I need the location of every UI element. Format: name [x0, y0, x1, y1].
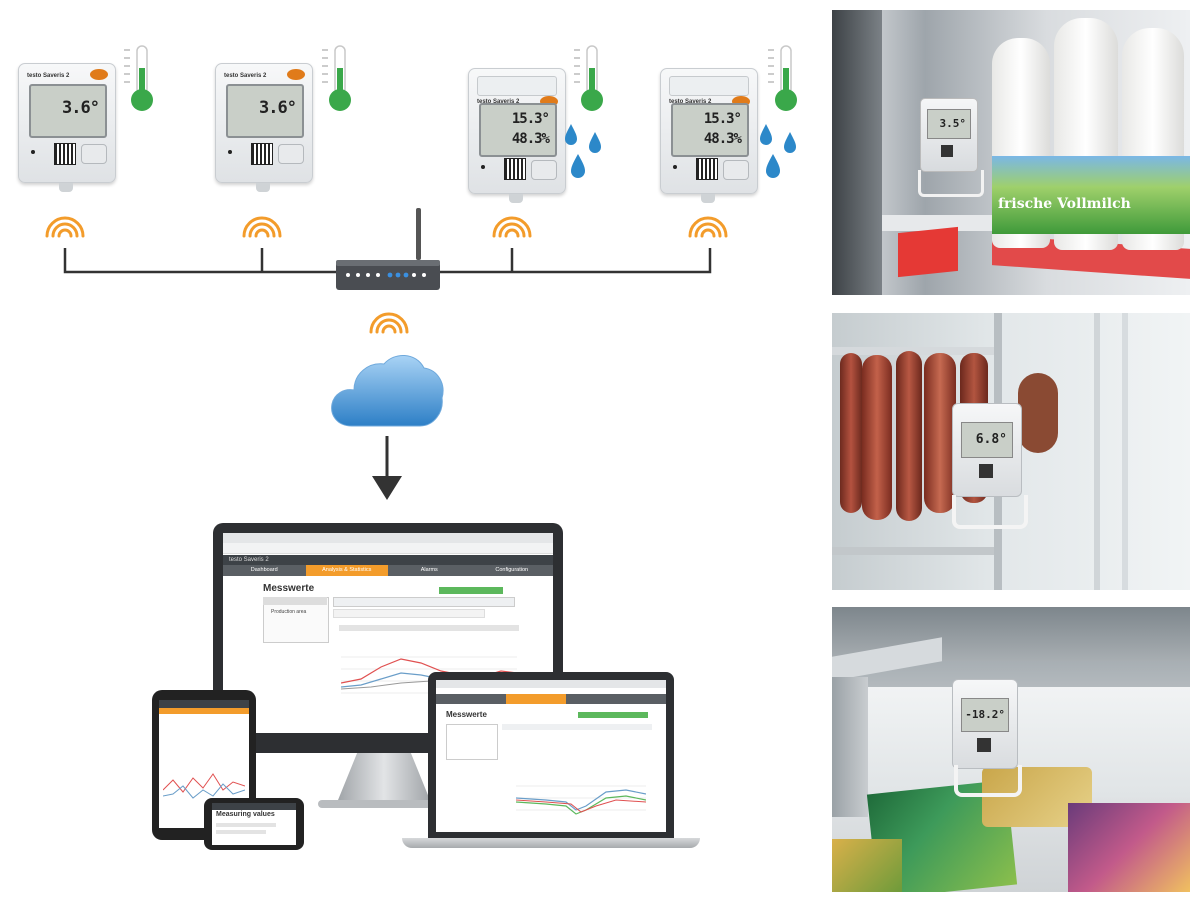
tab-alarms[interactable]: Alarms: [420, 567, 438, 573]
logger-display-value: 6.8°: [975, 432, 1007, 447]
testo-logo-icon: [287, 69, 305, 80]
cloud-icon: [331, 355, 444, 427]
wireless-signal-icon: [688, 216, 728, 238]
wireless-signal-icon: [369, 312, 409, 334]
monitor-screen: testo Saveris 2 Dashboard Analysis & Sta…: [223, 533, 553, 733]
wireless-signal-icon: [242, 216, 282, 238]
logger-button: [723, 160, 749, 180]
logger-button: [278, 144, 304, 164]
data-logger-1: testo Saveris 2 3.6°: [18, 63, 116, 192]
logger-value-temperature: 15.3°: [511, 111, 550, 127]
sausage: [862, 355, 892, 520]
logger-value-humidity: 48.3%: [703, 131, 742, 147]
laptop-base: [402, 838, 700, 848]
photo-milk-shelf: frische Vollmilch 3.5°: [832, 10, 1190, 295]
monitoring-diagram: testo Saveris 2 3.6° testo Saveris 2 3.6…: [18, 45, 797, 850]
humidity-drops-icon: [565, 124, 601, 178]
phone-heading: Measuring values: [216, 811, 275, 818]
laptop-chart: [516, 785, 646, 815]
app-title: testo Saveris 2: [229, 557, 269, 563]
tree-item: Production area: [271, 609, 307, 615]
logger-display-value: -18.2°: [965, 708, 1005, 721]
sausage: [840, 353, 862, 513]
logger-display: 15.3° 48.3%: [671, 103, 749, 157]
logger-value: 3.6°: [62, 98, 100, 118]
qr-code-icon: [696, 158, 718, 180]
thermometer-icon: [124, 45, 153, 111]
smartphone-device: Measuring values: [204, 798, 304, 850]
qr-code-icon: [54, 143, 76, 165]
logger-display: 3.6°: [29, 84, 107, 138]
arrow-down-icon: [372, 436, 402, 500]
page-heading: Messwerte: [263, 583, 315, 594]
logger-brand: testo Saveris 2: [27, 73, 70, 79]
qr-code-icon: [504, 158, 526, 180]
humidity-drops-icon: [760, 124, 796, 178]
frozen-food-package: [832, 839, 902, 892]
app-tab-bar: Dashboard Analysis & Statistics Alarms C…: [223, 565, 553, 576]
logger-display: 15.3° 48.3%: [479, 103, 557, 157]
logger-value-temperature: 15.3°: [703, 111, 742, 127]
logger-brand: testo Saveris 2: [669, 99, 712, 105]
logger-button: [81, 144, 107, 164]
photo-cold-room: 6.8°: [832, 313, 1190, 590]
data-logger-2: testo Saveris 2 3.6°: [215, 63, 313, 192]
tab-configuration[interactable]: Configuration: [495, 567, 529, 573]
logger-brand: testo Saveris 2: [477, 99, 520, 105]
sausage: [896, 351, 922, 521]
thermometer-icon: [768, 45, 797, 111]
mounted-logger: 3.5°: [920, 98, 978, 172]
sausage: [924, 353, 956, 513]
wireless-signal-icon: [492, 216, 532, 238]
bottle-label: [992, 156, 1190, 234]
testo-logo-icon: [90, 69, 108, 80]
qr-code-icon: [251, 143, 273, 165]
wireless-signal-icon: [45, 216, 85, 238]
tablet-chart: [163, 773, 245, 799]
logger-display-value: 3.5°: [939, 117, 967, 130]
mounted-logger: 6.8°: [952, 403, 1022, 497]
desktop-monitor: testo Saveris 2 Dashboard Analysis & Sta…: [213, 523, 563, 753]
data-logger-3: testo Saveris 2 15.3° 48.3%: [468, 68, 566, 203]
logger-brand: testo Saveris 2: [224, 73, 267, 79]
mounted-logger: -18.2°: [952, 679, 1018, 769]
logger-button: [531, 160, 557, 180]
thermometer-icon: [322, 45, 351, 111]
laptop-device: Messwerte: [428, 672, 674, 838]
photo-freezer: -18.2°: [832, 607, 1190, 892]
data-logger-4: testo Saveris 2 15.3° 48.3%: [660, 68, 758, 203]
tab-analysis[interactable]: Analysis & Statistics: [305, 565, 388, 576]
laptop-page-heading: Messwerte: [446, 710, 487, 719]
thermometer-icon: [574, 45, 603, 111]
logger-value-humidity: 48.3%: [511, 131, 550, 147]
tab-dashboard[interactable]: Dashboard: [250, 567, 278, 573]
monitor-stand: [336, 753, 432, 805]
testo-logo-icon: [540, 96, 558, 107]
frozen-food-package: [1068, 803, 1190, 892]
router-icon: [336, 208, 440, 290]
logger-display: 3.6°: [226, 84, 304, 138]
logger-value: 3.6°: [259, 98, 297, 118]
bottle-label-text: frische Vollmilch: [998, 196, 1131, 212]
testo-logo-icon: [732, 96, 750, 107]
